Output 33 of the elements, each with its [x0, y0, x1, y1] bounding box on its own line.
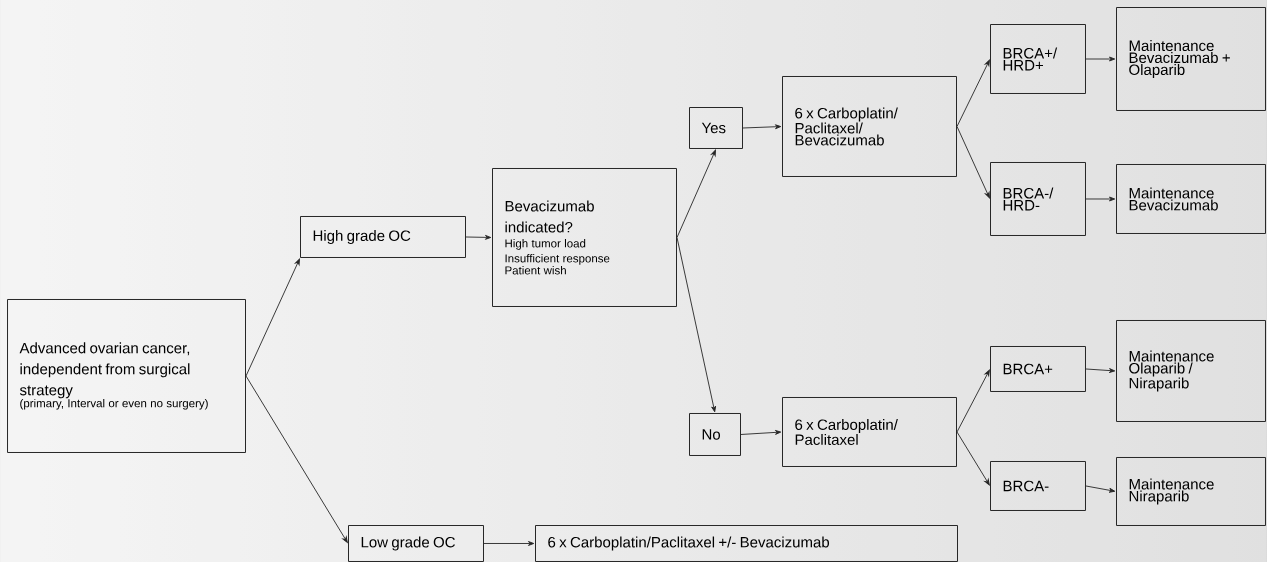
process-box: 6 x Carboplatin/ Paclitaxel/ Bevacizumab	[782, 76, 957, 177]
arrow	[245, 258, 300, 377]
arrow	[956, 59, 990, 127]
process-box: BRCA-/ HRD-	[990, 162, 1086, 236]
arrow	[1085, 485, 1116, 493]
arrow	[676, 149, 716, 238]
process-box: 6 x Carboplatin/Paclitaxel +/- Bevacizumab	[535, 525, 958, 562]
arrow	[740, 429, 782, 435]
decision-box: Bevacizumab indicated? High tumor load Insufficient response Patient wish	[492, 168, 677, 307]
process-box: BRCA+/ HRD+	[990, 24, 1086, 94]
process-box: Maintenance Olaparib / Niraparib	[1116, 320, 1266, 422]
arrow	[956, 126, 990, 199]
arrow	[1085, 368, 1116, 373]
arrow	[956, 431, 990, 486]
arrow	[465, 234, 492, 240]
arrow	[956, 369, 990, 433]
answer-box: Yes	[689, 107, 743, 149]
process-box: BRCA-	[990, 461, 1086, 511]
process-box: Low grade OC	[348, 525, 484, 562]
arrow	[1085, 56, 1116, 62]
process-box: Maintenance Niraparib	[1116, 457, 1266, 526]
answer-box: No	[689, 413, 741, 456]
process-box: 6 x Carboplatin/ Paclitaxel	[782, 397, 957, 467]
process-box: Maintenance Bevacizumab	[1116, 164, 1266, 234]
arrow	[483, 541, 535, 546]
process-box: Maintenance Bevacizumab + Olaparib	[1116, 7, 1266, 111]
arrow	[742, 124, 782, 130]
process-box: High grade OC	[300, 216, 466, 258]
arrow	[245, 375, 348, 543]
start-box: Advanced ovarian cancer, independent from surgical strategy (primary, Interval or even no surgery)	[7, 299, 246, 453]
arrow	[1085, 196, 1116, 202]
process-box: BRCA+	[990, 346, 1086, 392]
arrow	[676, 237, 716, 413]
